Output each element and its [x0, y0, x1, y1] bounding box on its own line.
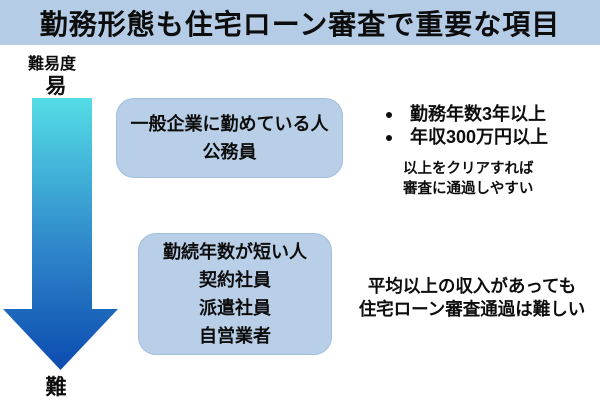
list-item: 勤務年数3年以上: [384, 103, 548, 126]
criteria-bullet-text: 年収300万円以上: [410, 127, 549, 147]
hard-group-line: 勤続年数が短い人: [163, 242, 307, 262]
hard-approval-note: 平均以上の収入があっても 住宅ローン審査通過は難しい: [348, 275, 596, 321]
difficulty-axis-label: 難易度: [28, 56, 77, 73]
easy-group-line: 一般企業に勤めている人: [130, 114, 329, 134]
title-bar: 勤務形態も住宅ローン審査で重要な項目: [0, 0, 600, 45]
easy-approval-group-box: 一般企業に勤めている人 公務員: [116, 98, 343, 178]
hard-note-line: 平均以上の収入があっても: [367, 276, 577, 296]
hard-group-line: 派遣社員: [199, 298, 271, 318]
page-title: 勤務形態も住宅ローン審査で重要な項目: [39, 8, 561, 40]
difficulty-hard-label: 難: [45, 376, 67, 399]
list-item: 年収300万円以上: [384, 126, 548, 149]
bullet-icon: [386, 112, 392, 118]
criteria-note: 以上をクリアすれば 審査に通過しやすい: [403, 159, 534, 199]
criteria-note-line: 以上をクリアすれば: [403, 161, 534, 177]
difficulty-easy-label: 易: [45, 75, 67, 98]
hard-group-line: 契約社員: [199, 270, 271, 290]
criteria-bullet-text: 勤務年数3年以上: [410, 104, 547, 124]
hard-note-line: 住宅ローン審査通過は難しい: [358, 299, 586, 319]
hard-approval-group-box: 勤続年数が短い人 契約社員 派遣社員 自営業者: [138, 233, 332, 355]
hard-group-line: 自営業者: [199, 326, 271, 346]
criteria-list: 勤務年数3年以上 年収300万円以上: [384, 103, 548, 149]
easy-group-line: 公務員: [202, 142, 257, 162]
criteria-note-line: 審査に通過しやすい: [403, 181, 534, 197]
down-arrow-icon: [3, 98, 118, 370]
bullet-icon: [386, 135, 392, 141]
